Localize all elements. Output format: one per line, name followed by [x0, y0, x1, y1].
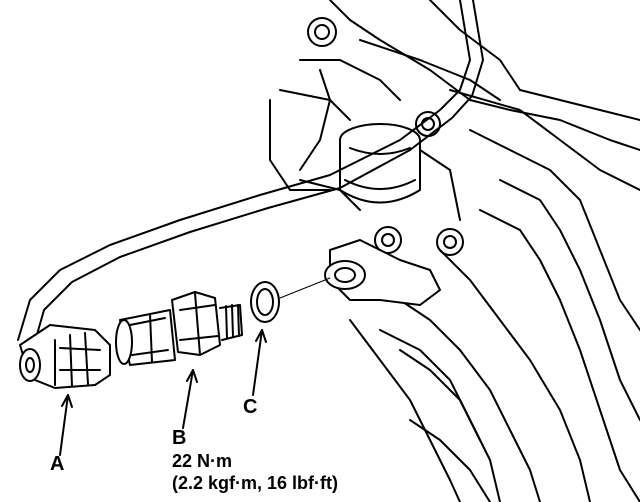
assembly-axis — [279, 277, 331, 299]
sensor-port-boss — [324, 239, 441, 306]
sealing-washer-c — [250, 281, 280, 323]
oil-pressure-sensor-b — [115, 291, 243, 366]
leader-lines — [59, 329, 267, 456]
callout-a: A — [50, 453, 65, 475]
torque-spec-primary: 22 N·m — [172, 451, 233, 471]
callout-c: C — [243, 396, 258, 418]
callout-b: B — [172, 427, 187, 449]
engine-block — [269, 0, 640, 502]
wiring-harness — [17, 0, 484, 346]
torque-spec-alternate: (2.2 kgf·m, 16 lbf·ft) — [172, 473, 339, 493]
solenoid-housing — [339, 123, 461, 221]
connector-a — [19, 324, 111, 389]
